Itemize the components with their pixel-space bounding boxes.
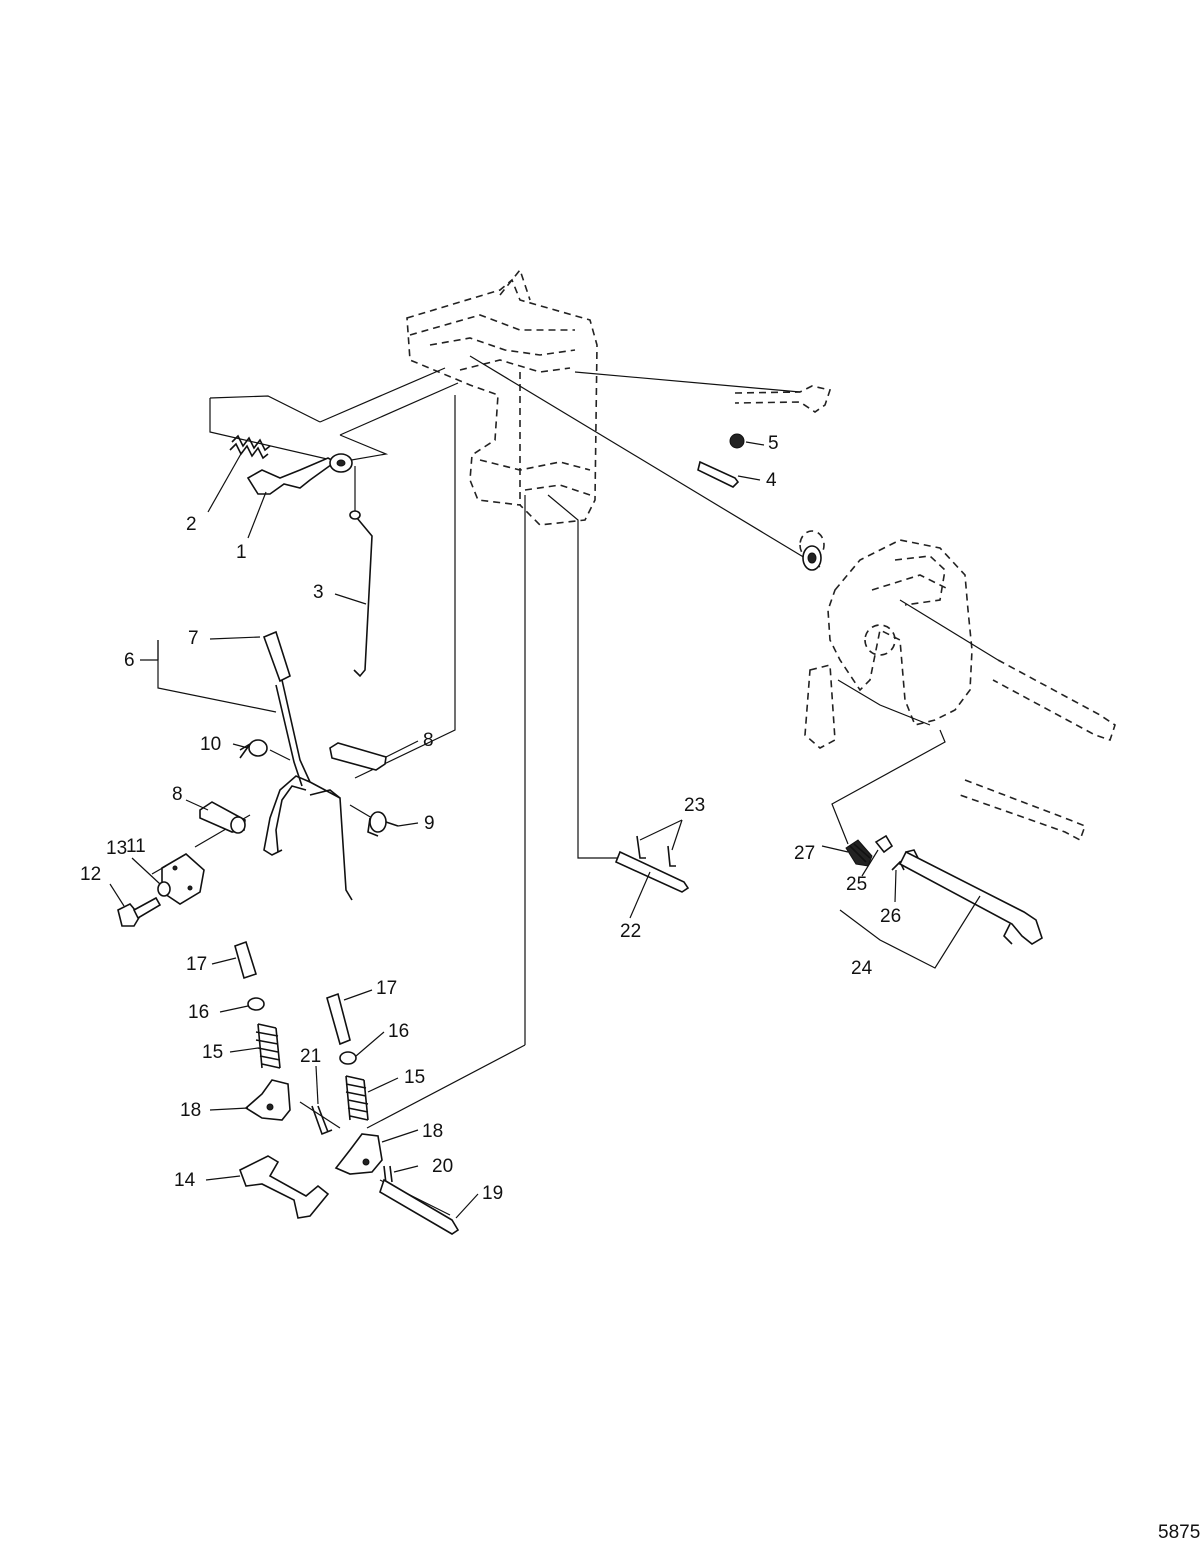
part-18-cam-left [244, 1079, 291, 1121]
part-24-tilt-lever [898, 849, 1043, 945]
callout-12: 12 [80, 864, 101, 885]
callout-16-left: 16 [188, 1002, 209, 1023]
part-21-cotter-pin [311, 1105, 333, 1136]
callout-22: 22 [620, 921, 641, 942]
callout-26: 26 [880, 906, 901, 927]
callout-17-left: 17 [186, 954, 207, 975]
callout-18-left: 18 [180, 1100, 201, 1121]
callout-8-lower: 8 [172, 784, 183, 805]
callout-7: 7 [188, 628, 199, 649]
callout-leaders [109, 441, 981, 1219]
callout-18-right: 18 [422, 1121, 443, 1142]
part-10-clip [239, 739, 268, 759]
part-4-bolt [697, 460, 740, 488]
swivel-bracket-housing-outline [406, 268, 598, 526]
callout-4: 4 [766, 470, 777, 491]
part-23-pins [636, 835, 676, 867]
callout-3: 3 [313, 582, 324, 603]
part-2-spring [229, 434, 271, 460]
part-14-bracket [238, 1155, 330, 1219]
callout-13: 13 [106, 838, 127, 859]
callout-21: 21 [300, 1046, 321, 1067]
part-18-cam-right [334, 1133, 383, 1175]
callout-23: 23 [684, 795, 705, 816]
callout-25: 25 [846, 874, 867, 895]
callout-6: 6 [124, 650, 135, 671]
callout-15-right: 15 [404, 1067, 425, 1088]
callout-15-left: 15 [202, 1042, 223, 1063]
part-27-bellows [845, 839, 873, 867]
part-1-lever [246, 453, 353, 495]
part-15-spring-right [345, 1075, 369, 1121]
part-16-washer-left [247, 997, 265, 1011]
part-11-plate [161, 853, 205, 905]
part-19-shaft [379, 1178, 460, 1235]
part-26-clip [891, 860, 905, 871]
callout-27: 27 [794, 843, 815, 864]
callout-5: 5 [768, 433, 779, 454]
callout-8-upper: 8 [423, 730, 434, 751]
callout-2: 2 [186, 514, 197, 535]
callout-17-right: 17 [376, 978, 397, 999]
part-13-washer [157, 881, 171, 897]
part-25-cap [874, 834, 894, 854]
leader-lines [194, 355, 999, 1216]
callout-11: 11 [126, 836, 146, 857]
figure-number: 5875 [1158, 1522, 1200, 1543]
part-9-spring [367, 811, 399, 837]
part-12-bolt [117, 896, 162, 927]
part-3-link-rod [349, 510, 373, 678]
callout-20: 20 [432, 1156, 453, 1177]
part-7-handle-grip [262, 630, 291, 683]
part-5-nut [729, 433, 745, 449]
callout-10: 10 [200, 734, 221, 755]
callout-1: 1 [236, 542, 247, 563]
part-callouts: 1 2 3 4 5 6 7 8 8 9 10 11 12 13 14 15 15… [80, 433, 901, 1204]
part-6-shift-lever [263, 679, 353, 901]
part-16-washer-right [339, 1051, 357, 1065]
part-22-shaft [614, 850, 690, 893]
part-15-spring-left [255, 1023, 281, 1069]
callout-19: 19 [482, 1183, 503, 1204]
callout-24: 24 [851, 958, 873, 979]
callout-14: 14 [174, 1170, 196, 1191]
washer [802, 545, 822, 571]
part-8-pin-upper [329, 742, 387, 771]
part-8-pin-lower [199, 801, 246, 834]
part-17-cover-left [234, 940, 257, 980]
callout-9: 9 [424, 813, 435, 834]
part-17-cover-right [326, 992, 351, 1046]
callout-16-right: 16 [388, 1021, 409, 1042]
